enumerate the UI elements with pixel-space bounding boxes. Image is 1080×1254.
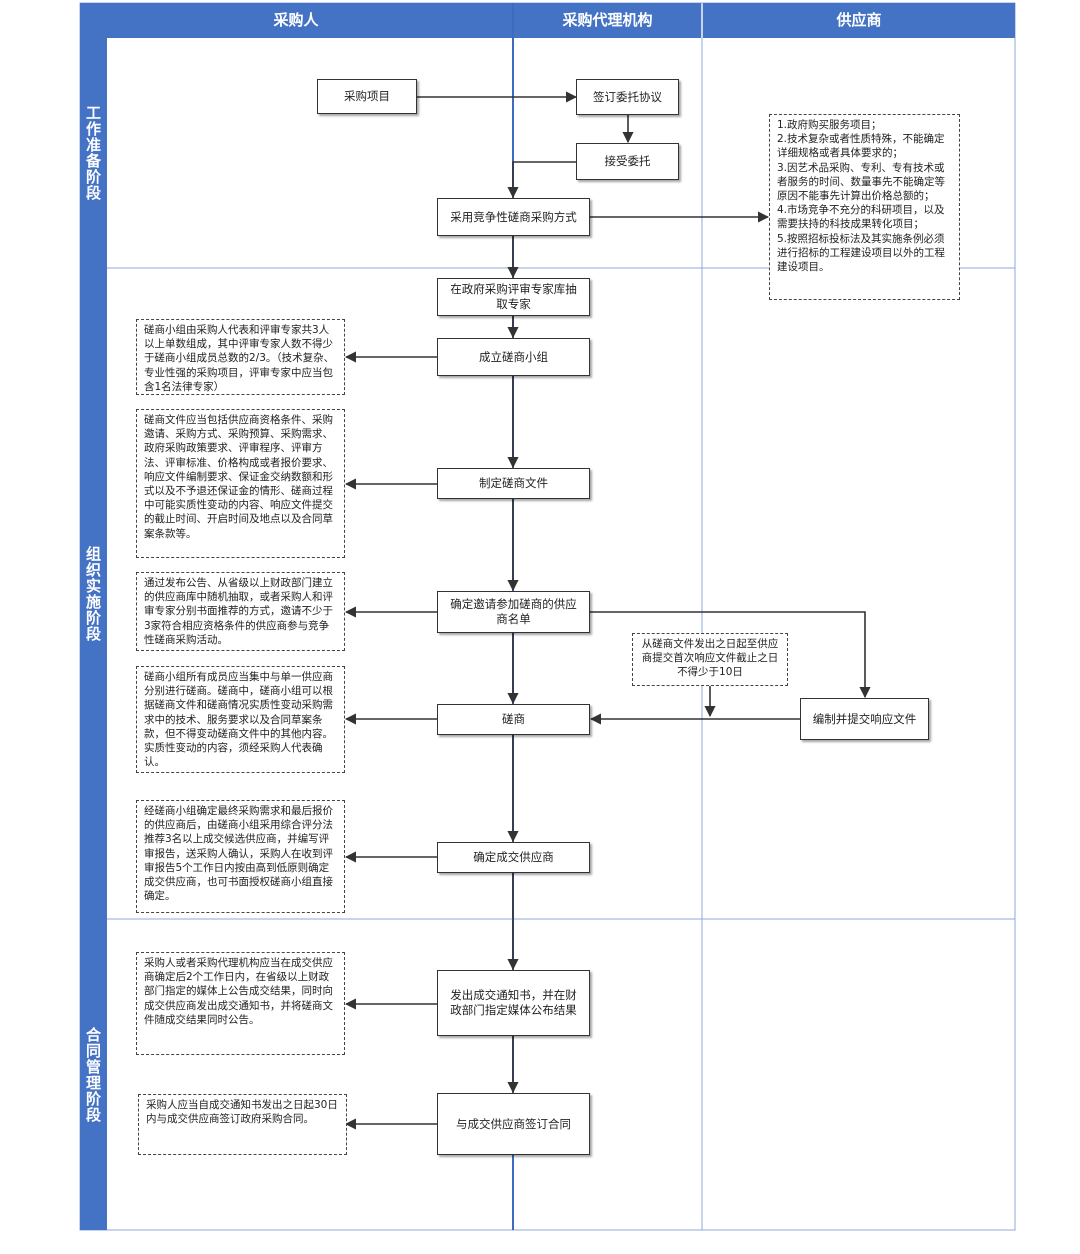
note-sign-contract: 采购人应当自成交通知书发出之日起30日内与成交供应商签订政府采购合同。 xyxy=(138,1094,347,1155)
node-prepare-document: 制定磋商文件 xyxy=(437,468,590,499)
note-supplier-list: 通过发布公告、从省级以上财政部门建立的供应商库中随机抽取，或者采购人和评审专家分… xyxy=(136,572,345,651)
stage-label-prep-text: 工作准备阶段 xyxy=(84,105,102,201)
stage-label-impl-text: 组织实施阶段 xyxy=(84,545,102,642)
node-adopt-method: 采用竞争性磋商采购方式 xyxy=(437,198,590,236)
stage-label-impl: 组织实施阶段 xyxy=(80,268,107,919)
note-group: 磋商小组由采购人代表和评审专家共3人以上单数组成，其中评审专家人数不得少于磋商小… xyxy=(136,319,345,395)
stage-label-contract-text: 合同管理阶段 xyxy=(84,1026,102,1123)
lane-header-purchaser: 采购人 xyxy=(80,3,512,38)
note-document: 磋商文件应当包括供应商资格条件、采购邀请、采购方式、采购预算、采购需求、政府采购… xyxy=(136,409,345,558)
stage-label-contract: 合同管理阶段 xyxy=(80,919,107,1230)
node-procurement-project: 采购项目 xyxy=(317,79,417,114)
note-issue-notice: 采购人或者采购代理机构应当在成交供应商确定后2个工作日内，在省级以上财政部门指定… xyxy=(136,952,345,1055)
node-submit-response: 编制并提交响应文件 xyxy=(800,698,929,740)
lane-header-agency: 采购代理机构 xyxy=(514,3,701,38)
node-issue-notice: 发出成交通知书，并在财政部门指定媒体公布结果 xyxy=(437,970,590,1036)
lane-header-supplier: 供应商 xyxy=(703,3,1015,38)
node-accept-entrustment: 接受委托 xyxy=(576,143,679,180)
arrow-accept-to-method xyxy=(507,161,576,199)
stage-label-prep: 工作准备阶段 xyxy=(80,38,107,268)
node-supplier-list: 确定邀请参加磋商的供应商名单 xyxy=(437,591,590,633)
node-extract-experts: 在政府采购评审专家库抽取专家 xyxy=(437,278,590,316)
note-determine-supplier: 经磋商小组确定最终采购需求和最后报价的供应商后，由磋商小组采用综合评分法推荐3名… xyxy=(136,800,345,913)
node-sign-agreement: 签订委托协议 xyxy=(576,79,679,115)
arrow-list-to-respond xyxy=(590,611,871,699)
node-determine-supplier: 确定成交供应商 xyxy=(437,842,590,873)
note-consultation: 磋商小组所有成员应当集中与单一供应商分别进行磋商。磋商中，磋商小组可以根据磋商文… xyxy=(136,666,345,773)
note-time-limit: 从磋商文件发出之日起至供应商提交首次响应文件截止之日不得少于10日 xyxy=(632,633,788,686)
node-sign-contract: 与成交供应商签订合同 xyxy=(437,1093,590,1155)
node-consultation: 磋商 xyxy=(437,704,590,735)
note-method-conditions: 1.政府购买服务项目； 2.技术复杂或者性质特殊，不能确定详细规格或者具体要求的… xyxy=(769,114,960,300)
node-form-group: 成立磋商小组 xyxy=(437,338,590,376)
